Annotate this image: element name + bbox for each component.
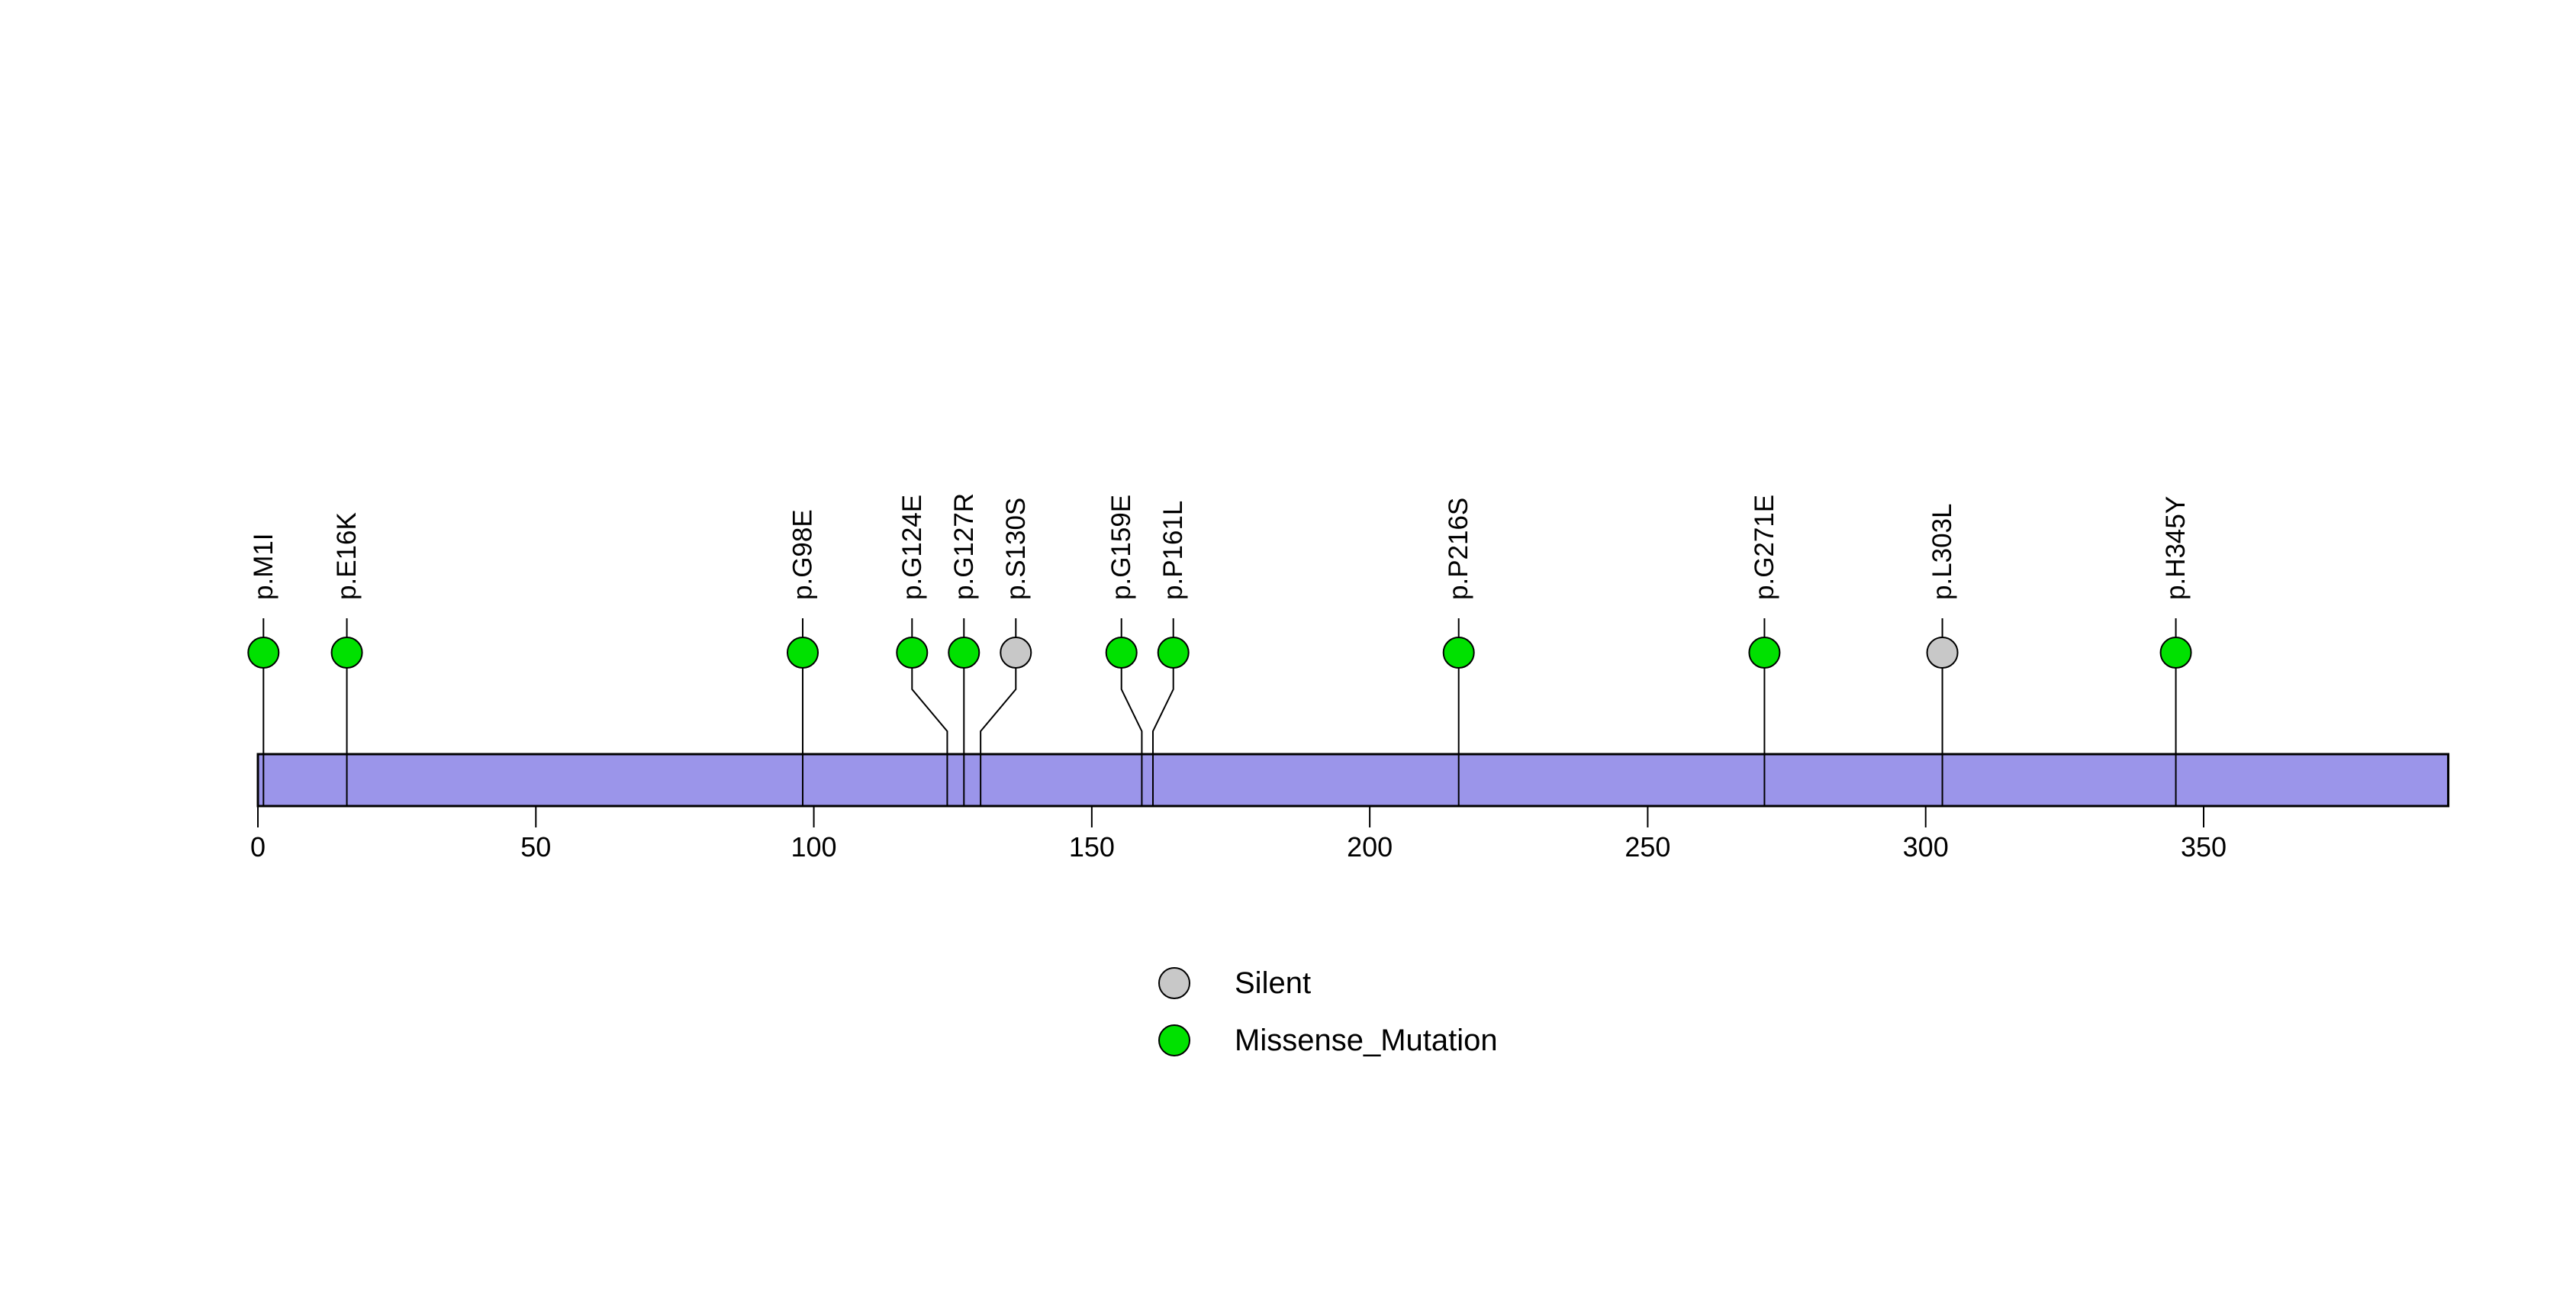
- mutation-label: p.P161L: [1158, 501, 1188, 600]
- mutation-lollipop: p.P216S: [1442, 498, 1475, 669]
- mutation-label: p.L303L: [1927, 503, 1957, 600]
- mutation-lollipop: p.L303L: [1926, 503, 1959, 669]
- axis-tick-label: 250: [1624, 831, 1670, 863]
- legend-swatch-icon: [1158, 967, 1190, 999]
- axis-tick-label: 150: [1069, 831, 1115, 863]
- legend-label: Missense_Mutation: [1235, 1024, 1498, 1057]
- mutation-label: p.H345Y: [2161, 496, 2191, 600]
- axis-tick-label: 200: [1347, 831, 1393, 863]
- mutation-label: p.M1I: [249, 533, 279, 600]
- mutation-lollipop: p.P161L: [1157, 501, 1190, 669]
- legend-label: Silent: [1235, 966, 1311, 1000]
- mutation-circle: [330, 637, 363, 669]
- mutation-circle: [896, 637, 929, 669]
- mutation-circle: [1748, 637, 1781, 669]
- axis-tick-label: 350: [2181, 831, 2227, 863]
- legend-item: Silent: [1158, 966, 1311, 1000]
- mutation-label: p.P216S: [1444, 498, 1473, 600]
- mutation-lollipop: p.E16K: [330, 512, 363, 669]
- mutation-label: p.G127R: [949, 493, 979, 600]
- axis-tick-label: 0: [250, 831, 266, 863]
- mutation-label: p.G98E: [787, 509, 817, 600]
- mutation-circle: [247, 637, 280, 669]
- legend-item: Missense_Mutation: [1158, 1024, 1498, 1057]
- mutation-circle: [1157, 637, 1190, 669]
- protein-bar: [256, 753, 2450, 808]
- mutation-lollipop: p.G127R: [948, 493, 980, 669]
- mutation-circle: [1000, 637, 1032, 669]
- mutation-label: p.G271E: [1750, 495, 1779, 600]
- x-axis: 0 50 100 150 200 250 300 350: [250, 806, 2227, 863]
- mutation-lollipop: p.M1I: [247, 533, 280, 669]
- mutation-circle: [1926, 637, 1959, 669]
- mutation-label: p.G124E: [897, 495, 927, 600]
- mutation-circle: [786, 637, 819, 669]
- mutation-label: p.S130S: [1001, 498, 1031, 600]
- mutation-circle: [1442, 637, 1475, 669]
- mutation-label: p.E16K: [332, 512, 362, 600]
- axis-tick-label: 100: [791, 831, 837, 863]
- mutation-label: p.G159E: [1106, 495, 1136, 600]
- mutation-lollipop: p.G98E: [786, 509, 819, 669]
- mutation-lollipop: p.G159E: [1105, 495, 1138, 669]
- axis-tick-label: 50: [520, 831, 551, 863]
- mutation-lollipop: p.H345Y: [2159, 496, 2192, 669]
- mutation-circle: [948, 637, 980, 669]
- mutation-lollipop: p.G124E: [896, 495, 929, 669]
- mutation-lollipop: p.G271E: [1748, 495, 1781, 669]
- axis-tick-label: 300: [1903, 831, 1949, 863]
- legend-swatch-icon: [1158, 1024, 1190, 1056]
- mutation-circle: [1105, 637, 1138, 669]
- mutation-circle: [2159, 637, 2192, 669]
- mutation-lollipop: p.S130S: [1000, 498, 1032, 669]
